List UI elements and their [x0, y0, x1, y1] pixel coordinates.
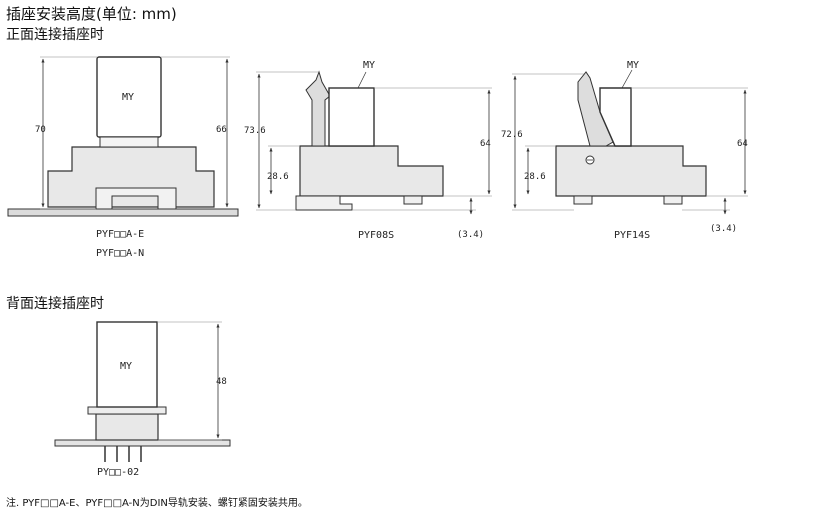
dim-label-72-6: 72.6 [501, 130, 523, 140]
dim-label-73-6: 73.6 [244, 126, 266, 136]
pyf08s-lever [305, 70, 331, 147]
pyf14s-socket-body [555, 145, 707, 197]
din-clip [95, 187, 177, 210]
front-section-heading: 正面连接插座时 [6, 27, 104, 43]
page-title: 插座安装高度(单位: mm) [6, 5, 177, 23]
pyf14s-view [512, 69, 748, 215]
relay-label: MY [122, 92, 135, 103]
footnote: 注. PYF□□A-E、PYF□□A-N为DIN导轨安装、螺钉紧固安装共用。 [6, 498, 308, 509]
din-caption-e: PYF□□A-E [96, 229, 145, 240]
pyf14s-caption: PYF14S [614, 230, 651, 241]
relay-label: MY [363, 60, 376, 71]
relay-body [96, 321, 158, 408]
dim-label-48: 48 [216, 377, 227, 387]
dim-label-64: 64 [480, 139, 491, 149]
back-socket-view [54, 321, 231, 462]
relay-pins [99, 136, 159, 148]
din-rail-base [7, 208, 239, 217]
back-socket-flange [87, 406, 167, 415]
dim-label-28-6: 28.6 [524, 172, 546, 182]
pyf08s-screw-foot [295, 195, 353, 211]
dim-label-3-4: (3.4) [457, 230, 485, 240]
dim-label-28-6: 28.6 [267, 172, 289, 182]
relay-label: MY [120, 361, 133, 372]
back-caption: PY□□-02 [97, 467, 140, 478]
din-caption-n: PYF□□A-N [96, 248, 145, 259]
pyf08s-view [256, 70, 492, 215]
dim-label-64: 64 [737, 139, 748, 149]
relay-label: MY [627, 60, 640, 71]
dim-label-70: 70 [35, 125, 46, 135]
dim-label-66: 66 [216, 125, 227, 135]
relay-body [599, 87, 632, 147]
pyf08s-caption: PYF08S [358, 230, 395, 241]
relay-body [328, 87, 375, 147]
pyf08s-socket-body [299, 145, 444, 197]
din-socket-view [7, 56, 239, 217]
din-socket-body [47, 146, 215, 208]
back-section-heading: 背面连接插座时 [6, 296, 104, 312]
panel-plate [54, 439, 231, 447]
dim-label-3-4: (3.4) [710, 224, 738, 234]
back-socket-body [95, 413, 159, 441]
